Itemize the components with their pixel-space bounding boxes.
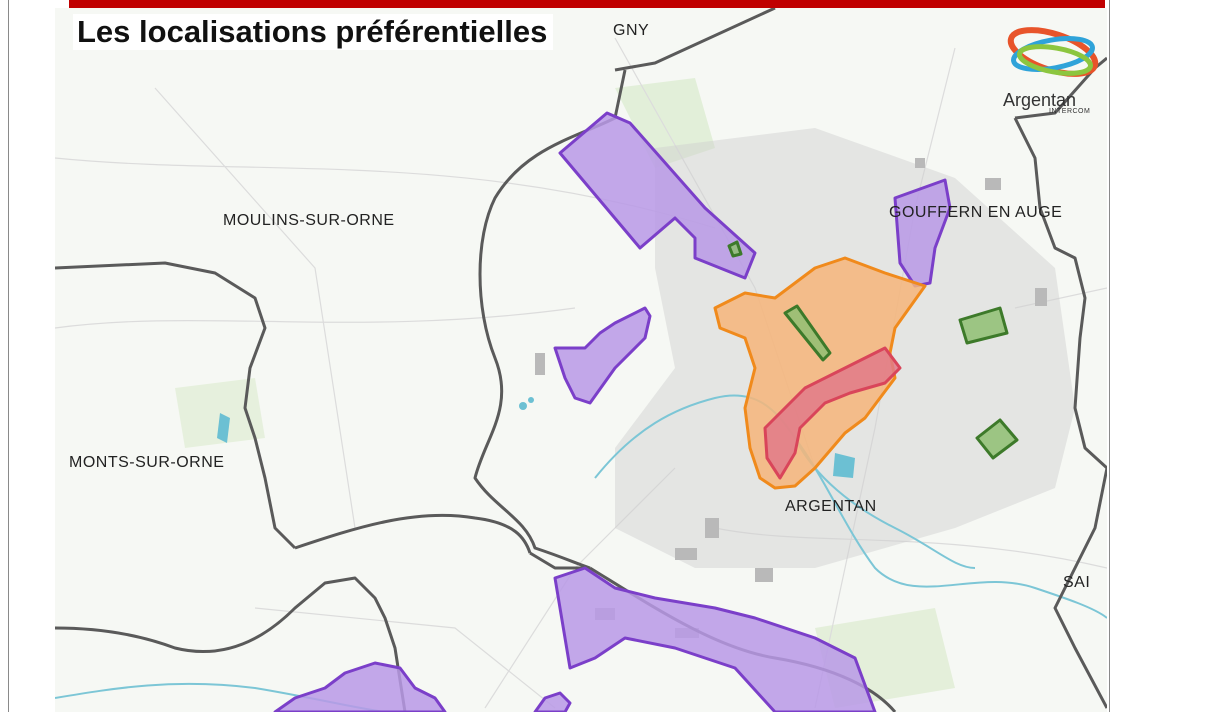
green-zone-3: [975, 418, 1019, 460]
field-area: [615, 78, 715, 168]
map-canvas: [55, 8, 1107, 712]
place-label-gouffern: GOUFFERN EN AUGE: [889, 204, 1063, 221]
page-title: Les localisations préférentielles: [73, 14, 554, 50]
place-label-argentan: ARGENTAN: [785, 498, 877, 515]
zone-west-purple: [553, 306, 652, 405]
logo-subtitle: INTERCOM: [1049, 108, 1091, 115]
zone-south-small-purple: [533, 691, 572, 712]
zone-north-purple: [558, 111, 757, 280]
zone-south-purple: [553, 566, 877, 712]
zone-southwest-purple: [273, 661, 447, 712]
argentan-intercom-logo-icon: [1007, 27, 1099, 77]
green-zones: [727, 240, 1019, 460]
pond: [217, 397, 855, 478]
red-zone-centre: [763, 346, 902, 480]
zone-northeast-purple: [893, 178, 952, 288]
slide: GNY MOULINS-SUR-ORNE MONTS-SUR-ORNE GOUF…: [8, 0, 1110, 712]
place-label-sai: SAI: [1063, 574, 1091, 591]
green-zone-2: [958, 306, 1009, 345]
place-label-top: GNY: [613, 22, 650, 39]
green-zone-4: [727, 240, 743, 258]
purple-zones: [273, 111, 952, 712]
green-zone-1: [783, 304, 832, 362]
map: GNY MOULINS-SUR-ORNE MONTS-SUR-ORNE GOUF…: [55, 8, 1107, 712]
place-label-monts: MONTS-SUR-ORNE: [69, 454, 225, 471]
place-label-moulins: MOULINS-SUR-ORNE: [223, 212, 395, 229]
logo-name: Argentan: [1003, 90, 1077, 110]
header-bar: [69, 0, 1105, 8]
